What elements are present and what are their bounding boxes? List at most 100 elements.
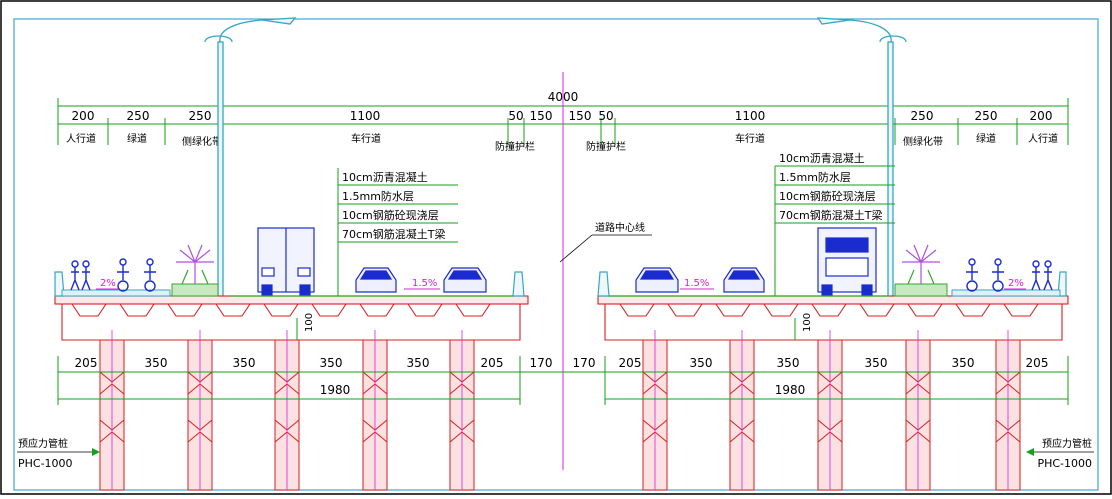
car-right-1 [635, 267, 679, 293]
lamp-head-right [816, 17, 851, 25]
slope-road-right: 1.5% [684, 278, 709, 289]
bottom-dim-mid-1: 170 [530, 356, 553, 370]
dim-seg-1: 200 [72, 109, 95, 123]
dim-seg-10: 250 [911, 109, 934, 123]
cyclist-right-2-body [992, 265, 1004, 280]
dim-seg-8: 50 [598, 109, 613, 123]
bottom-dim-left-5: 350 [407, 356, 430, 370]
label-barrier-left: 防撞护栏 [495, 140, 535, 153]
pier-10 [995, 330, 1021, 491]
pile-arrow-left [92, 448, 100, 456]
beam-depth-left: 100 [296, 313, 315, 340]
layer-left-1: 10cm沥青混凝土 [342, 170, 428, 184]
pile-label-right: 预应力管桩 [1042, 437, 1092, 450]
label-green-left: 侧绿化带 [182, 135, 222, 148]
sidewalk-right-scene [894, 244, 1061, 297]
beam-depth-text-left: 100 [304, 313, 315, 332]
lamp-head-left [261, 17, 297, 25]
sidewalk-right-surface [951, 289, 1061, 297]
pile-callout-right: 预应力管桩 PHC-1000 [1026, 437, 1094, 470]
lane-labels: 人行道 绿道 侧绿化带 车行道 防撞护栏 防撞护栏 车行道 侧绿化带 绿道 人行… [66, 132, 1058, 153]
cyclist-right-1-body [966, 265, 978, 280]
pedestrians-right [966, 258, 1053, 292]
bottom-dim-left-6: 205 [481, 356, 504, 370]
pier-8 [817, 330, 843, 491]
vehicles-right [635, 227, 877, 296]
bottom-dim-left-1: 205 [75, 356, 98, 370]
label-carriage-right: 车行道 [735, 132, 765, 145]
cyclist-left-1-wheel [117, 280, 129, 292]
pier-6 [642, 330, 668, 491]
truck-left-wheel-r [299, 284, 311, 296]
bottom-dim-right-3: 350 [777, 356, 800, 370]
bottom-dim-mid-2: 170 [573, 356, 596, 370]
barrier-right [597, 271, 610, 297]
cyclist-left-2-body [144, 265, 156, 280]
pile-code-right: PHC-1000 [1037, 457, 1092, 470]
ped-right-1-body [1031, 267, 1041, 291]
truck-left-light-l [261, 267, 275, 277]
car-left-2 [443, 267, 487, 293]
plant-left-leaves [181, 269, 209, 285]
pile-arrow-right [1026, 448, 1034, 456]
inner-frame [13, 18, 1099, 491]
plant-right-leaves [907, 269, 935, 285]
beam-depth-right: 100 [794, 313, 813, 340]
dim-seg-7: 150 [569, 109, 592, 123]
dim-seg-4: 1100 [350, 109, 381, 123]
cyclist-left-1-body [117, 265, 129, 280]
truck-right-windshield [825, 237, 869, 253]
cyclist-left-2-wheel [144, 280, 156, 292]
deck-slab-left [54, 295, 529, 305]
centerline-label: 道路中心线 [595, 221, 645, 234]
layer-right-1: 10cm沥青混凝土 [779, 151, 865, 165]
t-beams-left [71, 303, 491, 317]
layer-right-2: 1.5mm防水层 [779, 170, 851, 184]
layer-right-4: 70cm钢筋混凝土T梁 [779, 208, 882, 222]
label-carriage-left: 车行道 [351, 132, 381, 145]
truck-left-wheel-l [261, 284, 273, 296]
deck-slab-right [597, 295, 1069, 305]
layers-callout-right: 10cm沥青混凝土 1.5mm防水层 10cm钢筋砼现浇层 70cm钢筋混凝土T… [774, 151, 895, 298]
pedestrians-left [70, 258, 156, 292]
layers-callout-left: 10cm沥青混凝土 1.5mm防水层 10cm钢筋砼现浇层 70cm钢筋混凝土T… [337, 168, 458, 298]
green-strip-left [171, 283, 219, 297]
cyclist-right-1-wheel [966, 280, 978, 292]
pile-code-left: PHC-1000 [18, 457, 73, 470]
bottom-dimension-lines [57, 356, 1069, 405]
lamp-pole-left [217, 41, 224, 301]
piers [99, 330, 1021, 491]
lamp-arm-left [219, 19, 288, 43]
label-barrier-right: 防撞护栏 [586, 140, 626, 153]
centerline-callout: 道路中心线 [559, 221, 652, 263]
lamp-pole-right [887, 41, 894, 301]
truck-right-wheel-r [861, 284, 873, 296]
sidewalk-left-scene [61, 244, 219, 297]
plant-right-fronds [902, 244, 940, 284]
car-left-1-window [359, 270, 393, 280]
pile-label-left: 预应力管桩 [18, 437, 68, 450]
pile-callout-left: 预应力管桩 PHC-1000 [17, 437, 100, 470]
dim-seg-11: 250 [975, 109, 998, 123]
truck-right [817, 227, 877, 296]
truck-left-light-r [297, 267, 311, 277]
ped-right-2-body [1043, 267, 1053, 291]
green-strip-right [894, 283, 948, 297]
dim-seg-2: 250 [127, 109, 150, 123]
bottom-dim-right-2: 350 [690, 356, 713, 370]
beam-depth-text-right: 100 [802, 313, 813, 332]
label-sidewalk-right: 人行道 [1028, 132, 1058, 145]
bottom-dim-right-4: 350 [865, 356, 888, 370]
plant-left [176, 244, 214, 285]
dim-seg-5: 50 [508, 109, 523, 123]
dim-seg-12: 200 [1030, 109, 1053, 123]
pier-1 [99, 330, 125, 491]
label-green-right: 侧绿化带 [903, 135, 943, 148]
car-left-2-window [447, 270, 483, 280]
bottom-dim-right-6: 205 [1026, 356, 1049, 370]
dim-seg-9: 1100 [735, 109, 766, 123]
lamp-post-right [816, 17, 907, 301]
